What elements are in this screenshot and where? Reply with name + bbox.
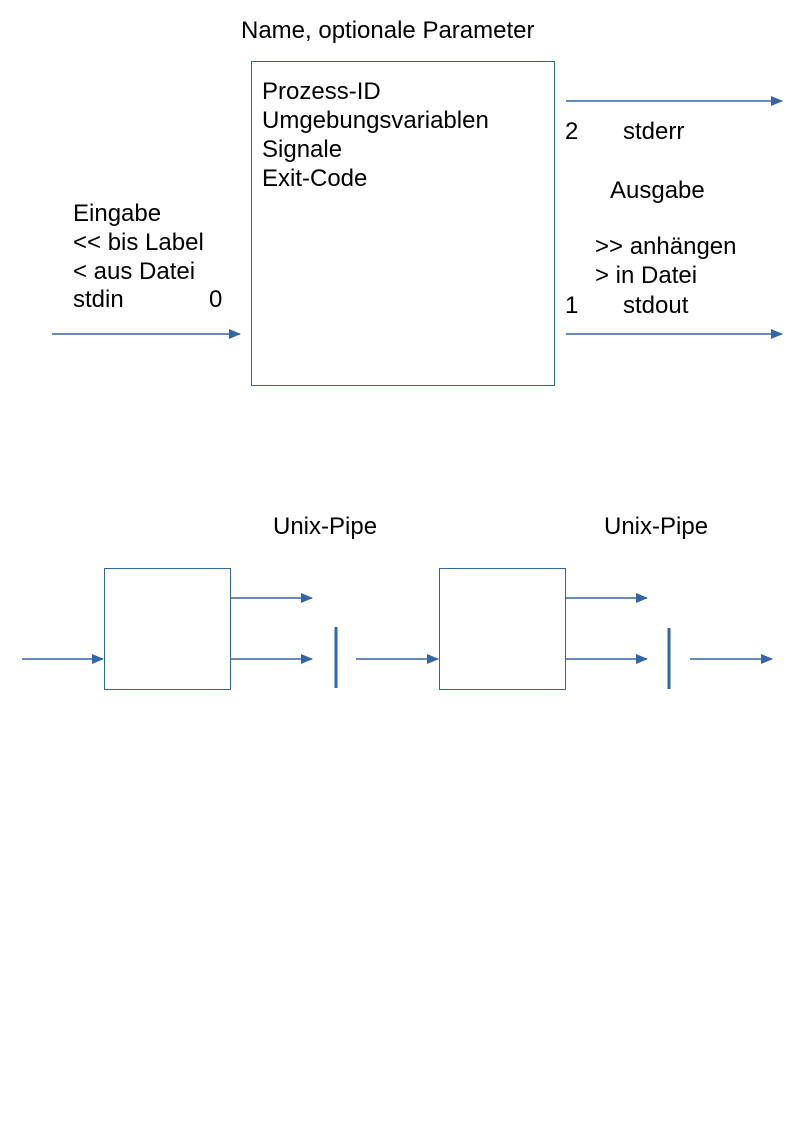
output-append: >> anhängen: [595, 233, 737, 260]
output-heading: Ausgabe: [610, 177, 705, 204]
pipeline-process-box-1: [104, 568, 231, 690]
process-attribute-env: Umgebungsvariablen: [262, 107, 489, 134]
pipe-label-1: Unix-Pipe: [273, 513, 378, 540]
pipeline-process-box-2: [439, 568, 566, 690]
input-heredoc: << bis Label: [73, 229, 204, 256]
process-box: Prozess-ID Umgebungsvariablen Signale Ex…: [251, 61, 555, 386]
process-title: Name, optionale Parameter: [241, 17, 535, 44]
output-stream-stderr: stderr: [623, 118, 685, 145]
process-attribute-signals: Signale: [262, 136, 343, 163]
output-fd-2: 2: [565, 118, 579, 145]
input-heading: Eingabe: [73, 200, 162, 227]
input-fd-0: 0: [209, 286, 223, 313]
output-fd-1: 1: [565, 292, 579, 319]
input-from-file: < aus Datei: [73, 258, 196, 285]
process-attribute-pid: Prozess-ID: [262, 78, 381, 105]
input-stream-stdin: stdin: [73, 286, 124, 313]
pipe-label-2: Unix-Pipe: [604, 513, 709, 540]
output-to-file: > in Datei: [595, 262, 698, 289]
process-attribute-exit-code: Exit-Code: [262, 165, 368, 192]
output-stream-stdout: stdout: [623, 292, 689, 319]
